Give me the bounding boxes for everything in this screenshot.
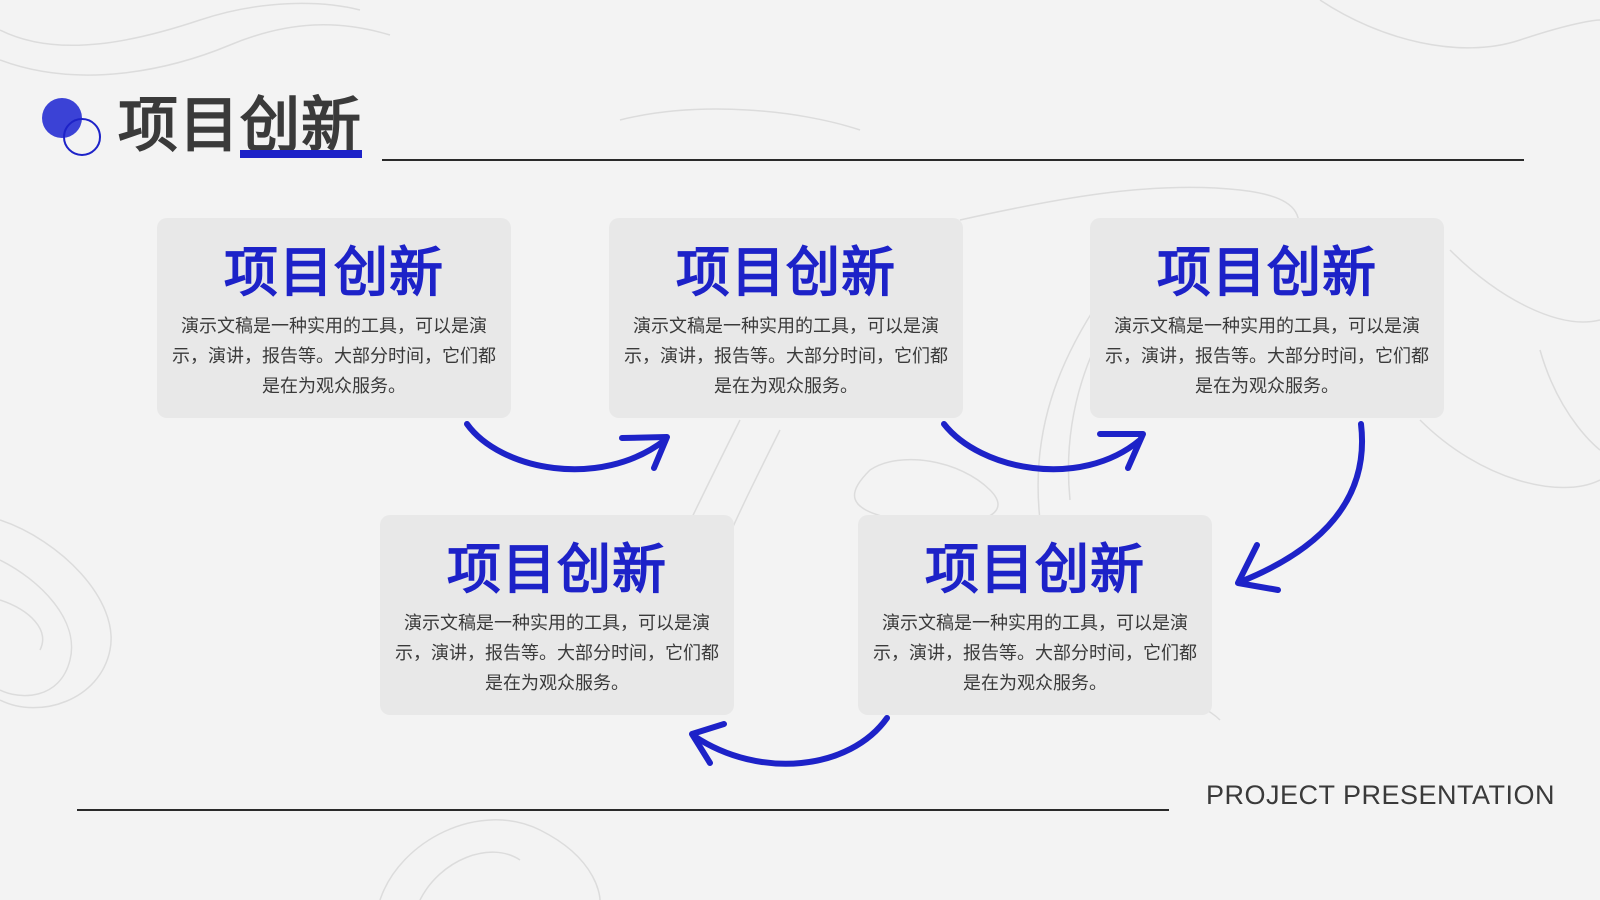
step-card-title: 项目创新 — [447, 538, 667, 601]
step-card-1: 项目创新 演示文稿是一种实用的工具，可以是演示，演讲，报告等。大部分时间，它们都… — [157, 218, 511, 418]
step-card-body: 演示文稿是一种实用的工具，可以是演示，演讲，报告等。大部分时间，它们都是在为观众… — [873, 613, 1197, 694]
arrow-1-to-2-head-icon — [619, 434, 670, 471]
footer-label: PROJECT PRESENTATION — [1206, 780, 1556, 810]
arrow-3-to-4-icon — [1237, 421, 1366, 585]
arrow-3-to-4-head-icon — [1235, 542, 1281, 593]
arrow-4-to-5-head-icon — [689, 721, 727, 766]
logo-ring-circle-icon — [63, 118, 101, 156]
step-card-body: 演示文稿是一种实用的工具，可以是演示，演讲，报告等。大部分时间，它们都是在为观众… — [624, 316, 948, 397]
step-card-body: 演示文稿是一种实用的工具，可以是演示，演讲，报告等。大部分时间，它们都是在为观众… — [172, 316, 496, 397]
step-card-body: 演示文稿是一种实用的工具，可以是演示，演讲，报告等。大部分时间，它们都是在为观众… — [395, 613, 719, 694]
slide-header: 项目创新 — [0, 0, 1600, 200]
page-title: 项目创新 — [118, 91, 362, 161]
step-card-title: 项目创新 — [676, 241, 896, 304]
step-card-title: 项目创新 — [1157, 241, 1377, 304]
step-card-title: 项目创新 — [224, 241, 444, 304]
arrow-4-to-5-icon — [691, 715, 890, 767]
step-card-4: 项目创新 演示文稿是一种实用的工具，可以是演示，演讲，报告等。大部分时间，它们都… — [858, 515, 1212, 715]
arrow-1-to-2-icon — [464, 421, 668, 473]
header-divider — [382, 159, 1524, 161]
step-card-5: 项目创新 演示文稿是一种实用的工具，可以是演示，演讲，报告等。大部分时间，它们都… — [380, 515, 734, 715]
step-card-3: 项目创新 演示文稿是一种实用的工具，可以是演示，演讲，报告等。大部分时间，它们都… — [1090, 218, 1444, 418]
arrow-2-to-3-icon — [941, 421, 1143, 473]
step-card-title: 项目创新 — [925, 538, 1145, 601]
footer-divider — [77, 809, 1169, 811]
arrow-2-to-3-head-icon — [1097, 431, 1146, 471]
step-card-2: 项目创新 演示文稿是一种实用的工具，可以是演示，演讲，报告等。大部分时间，它们都… — [609, 218, 963, 418]
step-card-body: 演示文稿是一种实用的工具，可以是演示，演讲，报告等。大部分时间，它们都是在为观众… — [1105, 316, 1429, 397]
title-underline — [240, 150, 362, 158]
